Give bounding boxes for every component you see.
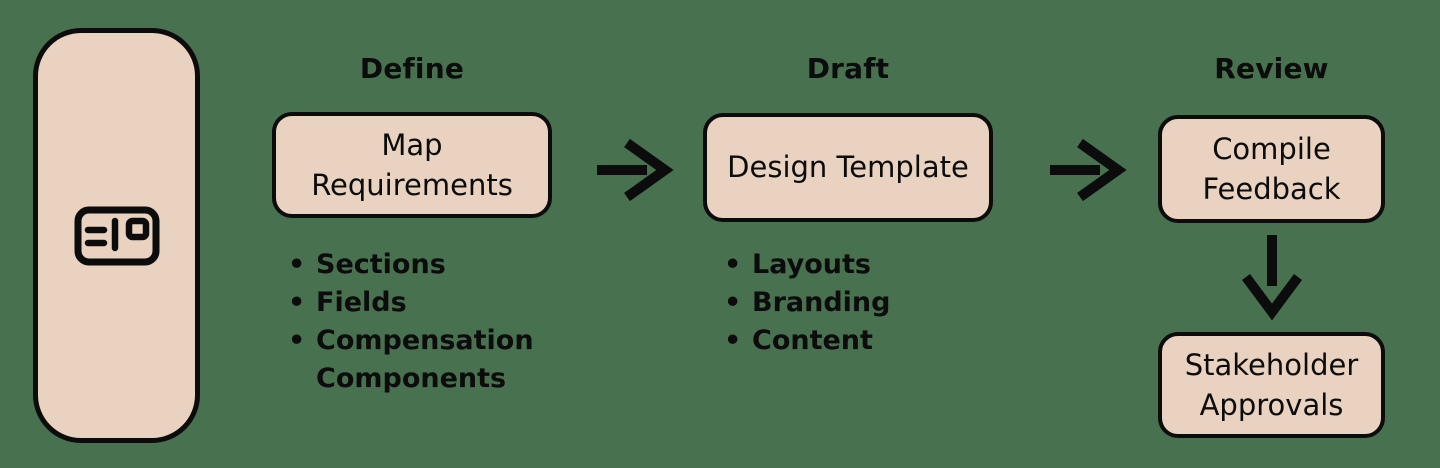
bullet-list-define: Sections Fields Compensation Components bbox=[288, 246, 540, 398]
list-item: Content bbox=[724, 322, 976, 360]
bullet-label: Content bbox=[752, 325, 873, 356]
stage-heading-review: Review bbox=[1214, 52, 1329, 85]
step-box-label: Map Requirements bbox=[311, 127, 513, 202]
list-item: Branding bbox=[724, 284, 976, 322]
step-box-design-template: Design Template bbox=[703, 113, 993, 222]
down-arrow-icon bbox=[1241, 235, 1303, 321]
step-box-label: Design Template bbox=[727, 150, 969, 185]
bullet-label: Layouts bbox=[752, 249, 871, 280]
list-item: Fields bbox=[288, 284, 540, 322]
step-box-label: Stakeholder Approvals bbox=[1184, 347, 1359, 422]
bullet-dot-icon bbox=[724, 284, 752, 322]
list-item: Sections bbox=[288, 246, 540, 284]
stage-heading-draft: Draft bbox=[806, 52, 890, 85]
bullet-dot-icon bbox=[724, 246, 752, 284]
bullet-label: Sections bbox=[316, 249, 446, 280]
step-box-label: Compile Feedback bbox=[1202, 131, 1341, 206]
bullet-label: Branding bbox=[752, 287, 891, 318]
right-arrow-icon bbox=[1050, 138, 1127, 202]
template-card-icon bbox=[74, 206, 159, 265]
bullet-dot-icon bbox=[288, 322, 316, 360]
bullet-dot-icon bbox=[288, 246, 316, 284]
bullet-label: Fields bbox=[316, 287, 407, 318]
step-box-stakeholder-approvals: Stakeholder Approvals bbox=[1158, 332, 1385, 438]
step-box-compile-feedback: Compile Feedback bbox=[1158, 115, 1385, 223]
left-panel bbox=[33, 28, 200, 443]
bullet-list-draft: Layouts Branding Content bbox=[724, 246, 976, 360]
right-arrow-icon bbox=[597, 138, 674, 202]
bullet-label: Compensation Components bbox=[316, 325, 534, 394]
stage-heading-define: Define bbox=[359, 52, 465, 85]
bullet-dot-icon bbox=[288, 284, 316, 322]
list-item: Layouts bbox=[724, 246, 976, 284]
step-box-map-requirements: Map Requirements bbox=[272, 112, 552, 218]
bullet-dot-icon bbox=[724, 322, 752, 360]
list-item: Compensation Components bbox=[288, 322, 540, 398]
